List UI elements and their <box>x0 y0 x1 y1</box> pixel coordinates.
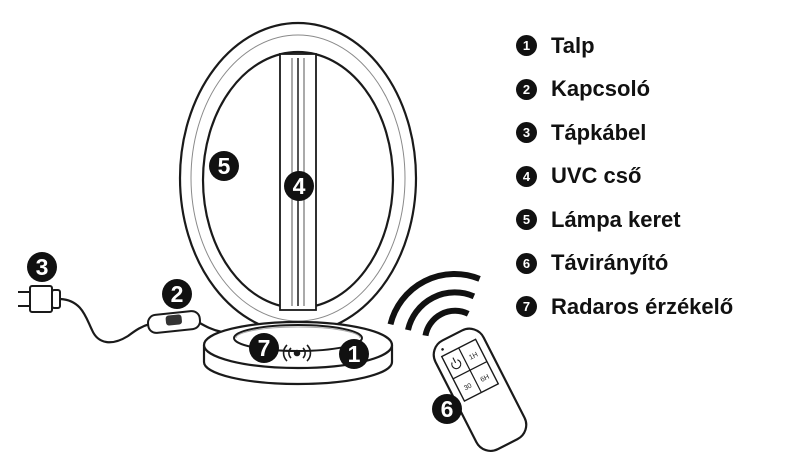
svg-text:5: 5 <box>218 153 231 179</box>
callout-4: 4 <box>284 171 314 201</box>
legend-item-talp: 1 Talp <box>516 24 796 68</box>
legend-item-lampa-keret: 5 Lámpa keret <box>516 198 796 242</box>
svg-text:1: 1 <box>348 341 361 367</box>
svg-text:7: 7 <box>258 335 271 361</box>
legend-label: Talp <box>551 32 595 58</box>
legend-number: 3 <box>516 122 537 144</box>
switch-cable <box>197 321 223 334</box>
legend-label: UVC cső <box>551 163 642 189</box>
legend-number: 5 <box>516 209 537 231</box>
callout-1: 1 <box>339 339 369 369</box>
callout-5: 5 <box>209 151 239 181</box>
svg-text:2: 2 <box>171 281 184 307</box>
remote-button-1h: 1H <box>468 351 479 361</box>
parts-legend: 1 Talp 2 Kapcsoló 3 Tápkábel 4 UVC cső 5… <box>516 24 796 329</box>
legend-number: 6 <box>516 252 537 274</box>
callout-3: 3 <box>27 252 57 282</box>
remote-button-30: 30 <box>463 382 473 392</box>
inline-switch <box>146 310 202 334</box>
radar-sensor-icon <box>282 344 312 362</box>
power-plug <box>18 285 61 313</box>
callout-6: 6 <box>432 394 462 424</box>
legend-number: 1 <box>516 35 537 57</box>
legend-item-kapcsolo: 2 Kapcsoló <box>516 68 796 112</box>
power-icon <box>451 357 462 370</box>
svg-text:4: 4 <box>293 173 306 199</box>
power-cable <box>59 297 151 344</box>
legend-item-radaros-erzekelo: 7 Radaros érzékelő <box>516 285 796 329</box>
callout-7: 7 <box>249 333 279 363</box>
legend-label: Kapcsoló <box>551 76 651 102</box>
legend-label: Radaros érzékelő <box>551 293 734 319</box>
svg-text:6: 6 <box>441 396 454 422</box>
legend-number: 2 <box>516 78 537 100</box>
legend-item-tapkabel: 3 Tápkábel <box>516 111 796 155</box>
legend-item-uvc-cso: 4 UVC cső <box>516 155 796 199</box>
legend-label: Lámpa keret <box>551 206 681 232</box>
signal-waves-icon <box>387 270 481 337</box>
remote-control: 1H 6H 30 <box>387 270 528 452</box>
svg-text:3: 3 <box>36 254 49 280</box>
legend-label: Tápkábel <box>551 119 647 145</box>
legend-item-taviranyito: 6 Távirányító <box>516 242 796 286</box>
legend-number: 7 <box>516 296 537 318</box>
legend-number: 4 <box>516 165 537 187</box>
legend-label: Távirányító <box>551 250 669 276</box>
remote-button-6h: 6H <box>479 374 490 384</box>
callout-2: 2 <box>162 279 192 309</box>
